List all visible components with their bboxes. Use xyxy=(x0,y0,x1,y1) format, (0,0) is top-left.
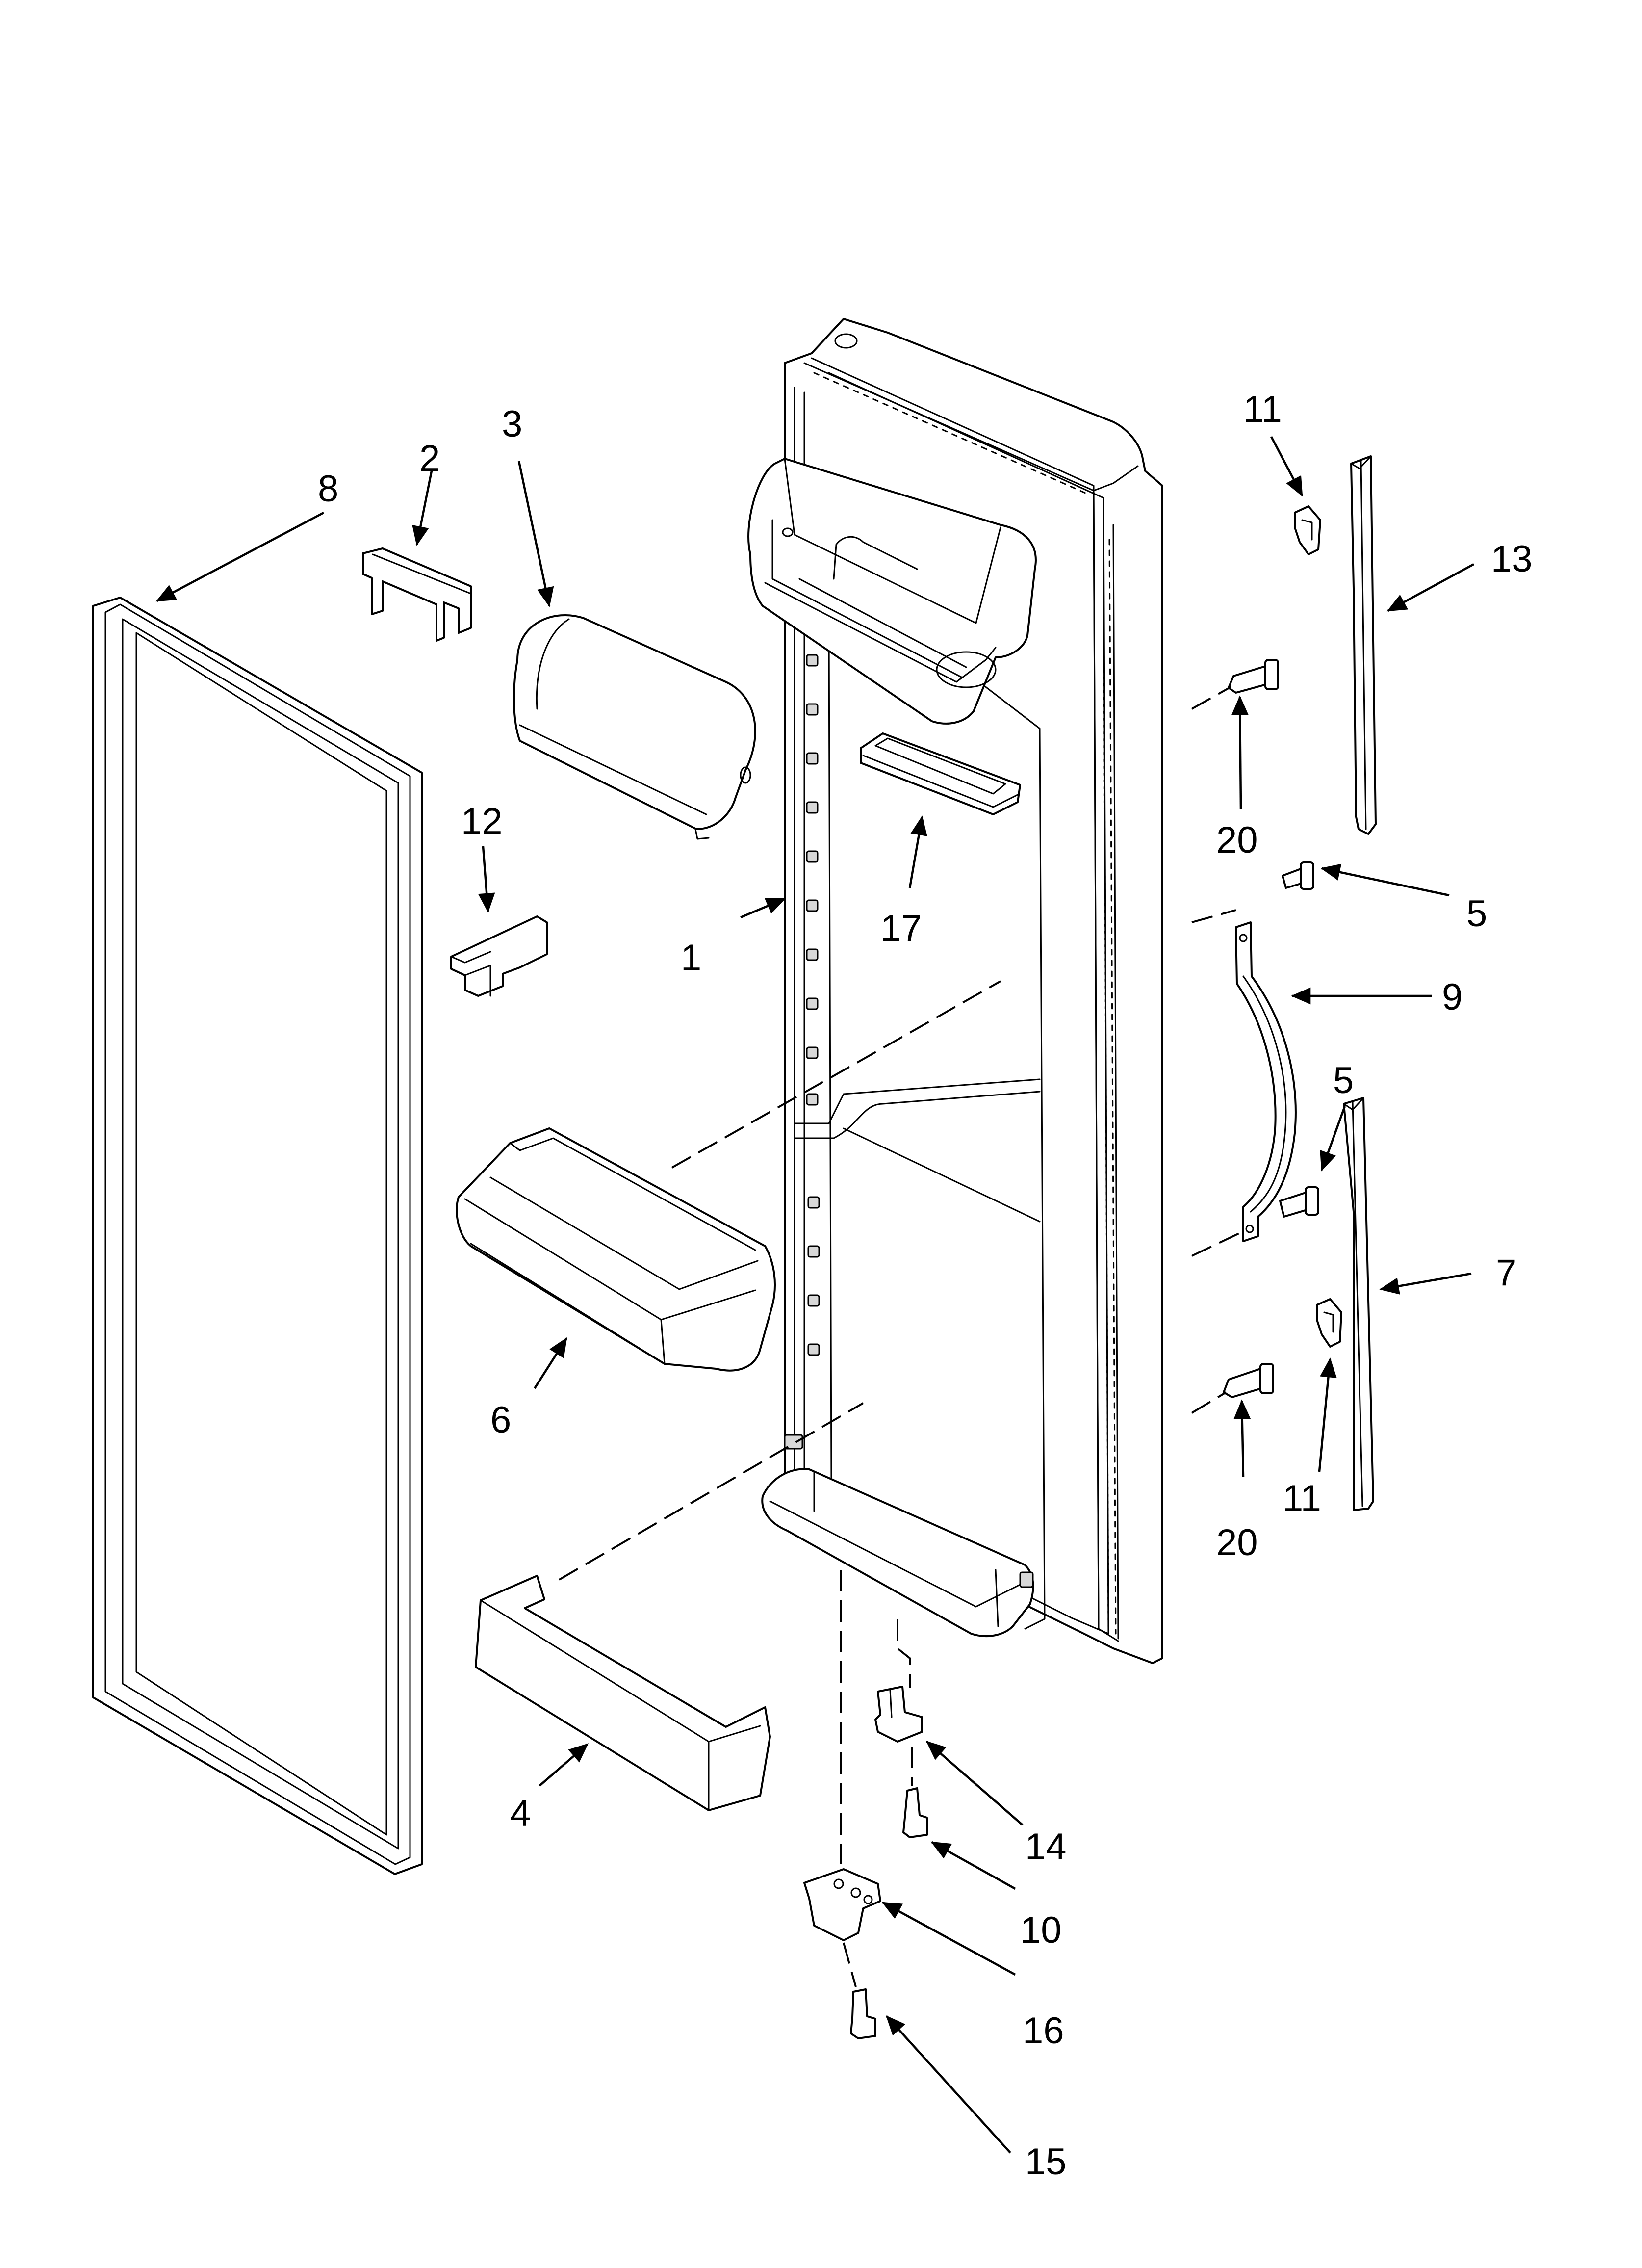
callout-20-upper: 20 xyxy=(1216,819,1258,861)
callout-12: 12 xyxy=(461,801,503,842)
screw-part-20-upper xyxy=(1228,659,1279,694)
callout-14: 14 xyxy=(1025,1826,1067,1868)
callout-2: 2 xyxy=(419,438,440,479)
screw-part-15 xyxy=(850,1988,876,2039)
clip-part-12 xyxy=(450,915,548,997)
clip-part-11-lower xyxy=(1316,1298,1342,1348)
door-gasket-part-8 xyxy=(92,597,423,1875)
tray-part-17 xyxy=(860,732,1021,815)
callout-8: 8 xyxy=(318,468,338,510)
callout-4: 4 xyxy=(510,1793,531,1834)
screw-part-20-lower xyxy=(1223,1363,1274,1398)
callout-11-upper: 11 xyxy=(1243,389,1282,430)
callout-7: 7 xyxy=(1496,1252,1516,1294)
screw-part-5-upper xyxy=(1282,861,1314,890)
callout-17: 17 xyxy=(880,908,922,949)
callout-10: 10 xyxy=(1020,1909,1062,1951)
screw-part-5-lower xyxy=(1279,1186,1319,1218)
bracket-part-2 xyxy=(362,547,472,642)
callout-9: 9 xyxy=(1442,976,1462,1018)
callout-20-lower: 20 xyxy=(1216,1522,1258,1564)
assembly-dashed-lines xyxy=(558,686,1244,1987)
callout-5-upper: 5 xyxy=(1466,893,1487,935)
callout-1: 1 xyxy=(681,937,701,979)
clip-part-11-upper xyxy=(1294,505,1321,555)
screw-part-10 xyxy=(902,1787,928,1838)
callout-labels: 1 2 3 4 5 5 6 7 8 9 10 11 11 12 13 14 15… xyxy=(318,389,1533,2183)
callout-3: 3 xyxy=(502,403,522,445)
callout-13: 13 xyxy=(1491,538,1533,580)
dairy-door-part-3 xyxy=(513,614,756,840)
lower-bin-part-4 xyxy=(475,1575,771,1811)
door-bin-part-6 xyxy=(456,1127,776,1372)
hinge-pin-part-14 xyxy=(874,1686,923,1743)
door-handle-part-9 xyxy=(1235,921,1297,1242)
callout-16: 16 xyxy=(1023,2010,1064,2052)
callout-6: 6 xyxy=(490,1399,511,1441)
callout-5-lower: 5 xyxy=(1333,1060,1354,1101)
trim-strip-part-7 xyxy=(1343,1097,1374,1511)
door-liner-part-1 xyxy=(747,318,1163,1664)
callout-15: 15 xyxy=(1025,2141,1067,2183)
leader-lines xyxy=(155,436,1475,2154)
shelf-support-pegs xyxy=(784,654,1034,1588)
trim-strip-part-13 xyxy=(1350,455,1377,835)
hinge-plate-part-16 xyxy=(803,1868,881,1941)
callout-11-lower: 11 xyxy=(1283,1478,1321,1519)
